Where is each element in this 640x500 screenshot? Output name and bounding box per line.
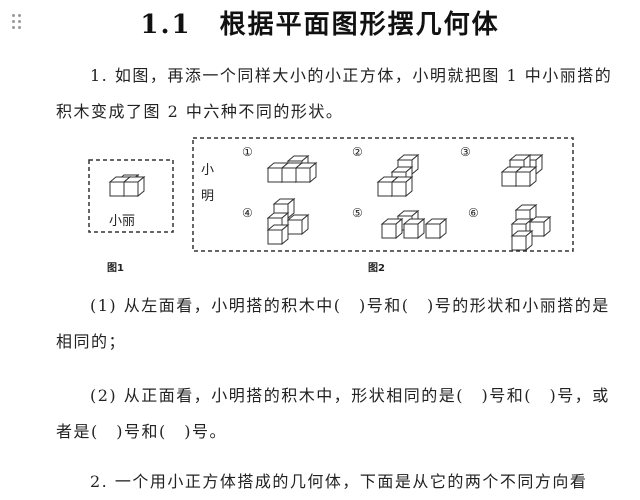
section-number: 1.1 bbox=[140, 10, 192, 40]
section-title: 根据平面图形摆几何体 bbox=[219, 10, 500, 40]
cube bbox=[500, 165, 524, 188]
figure-1-caption: 图1 bbox=[107, 263, 124, 274]
cube bbox=[510, 229, 534, 252]
cube bbox=[280, 161, 304, 184]
cube bbox=[402, 217, 426, 240]
cube bbox=[272, 197, 296, 220]
cube bbox=[108, 175, 132, 198]
question-1-part-1: (1) 从左面看，小明搭的积木中( )号和( )号的形状和小丽搭的是相同的； bbox=[56, 296, 610, 351]
shape-number-1: ① bbox=[242, 145, 253, 159]
cube bbox=[266, 211, 290, 234]
cube bbox=[424, 217, 448, 240]
shape-number-6: ⑥ bbox=[468, 206, 479, 220]
cube bbox=[266, 223, 290, 246]
cube bbox=[294, 161, 318, 184]
cube bbox=[376, 175, 400, 198]
cube bbox=[286, 213, 310, 236]
page-title: 1.1 根据平面图形摆几何体 bbox=[0, 4, 640, 41]
cube bbox=[508, 153, 532, 176]
xiaoli-label: 小丽 bbox=[109, 214, 136, 229]
xiaoming-label: 小明 bbox=[201, 163, 215, 204]
cube bbox=[396, 209, 420, 232]
cube bbox=[528, 215, 552, 238]
shape-number-3: ③ bbox=[460, 145, 471, 159]
question-1-text: 1. 如图，再添一个同样大小的小正方体，小明就把图 1 中小丽搭的积木变成了图 … bbox=[56, 66, 613, 121]
shape-number-2: ② bbox=[352, 145, 363, 159]
cube bbox=[514, 165, 538, 188]
figure-2-caption: 图2 bbox=[368, 263, 385, 274]
cube bbox=[286, 154, 310, 177]
cube bbox=[514, 203, 538, 226]
drag-handle-icon[interactable] bbox=[12, 14, 24, 30]
shape-number-4: ④ bbox=[242, 206, 253, 220]
cube bbox=[390, 175, 414, 198]
cube bbox=[116, 173, 140, 196]
cube bbox=[510, 217, 534, 240]
cube bbox=[396, 153, 420, 176]
cube bbox=[266, 161, 290, 184]
cube bbox=[390, 165, 414, 188]
cube bbox=[520, 153, 544, 176]
cube bbox=[122, 175, 146, 198]
question-1-part-2: (2) 从正面看，小明搭的积木中，形状相同的是( )号和( )号，或者是( )号… bbox=[56, 386, 610, 441]
shape-number-5: ⑤ bbox=[352, 206, 363, 220]
question-2-text: 2. 一个用小正方体搭成的几何体，下面是从它的两个不同方向看 bbox=[90, 472, 588, 491]
cube bbox=[380, 217, 404, 240]
